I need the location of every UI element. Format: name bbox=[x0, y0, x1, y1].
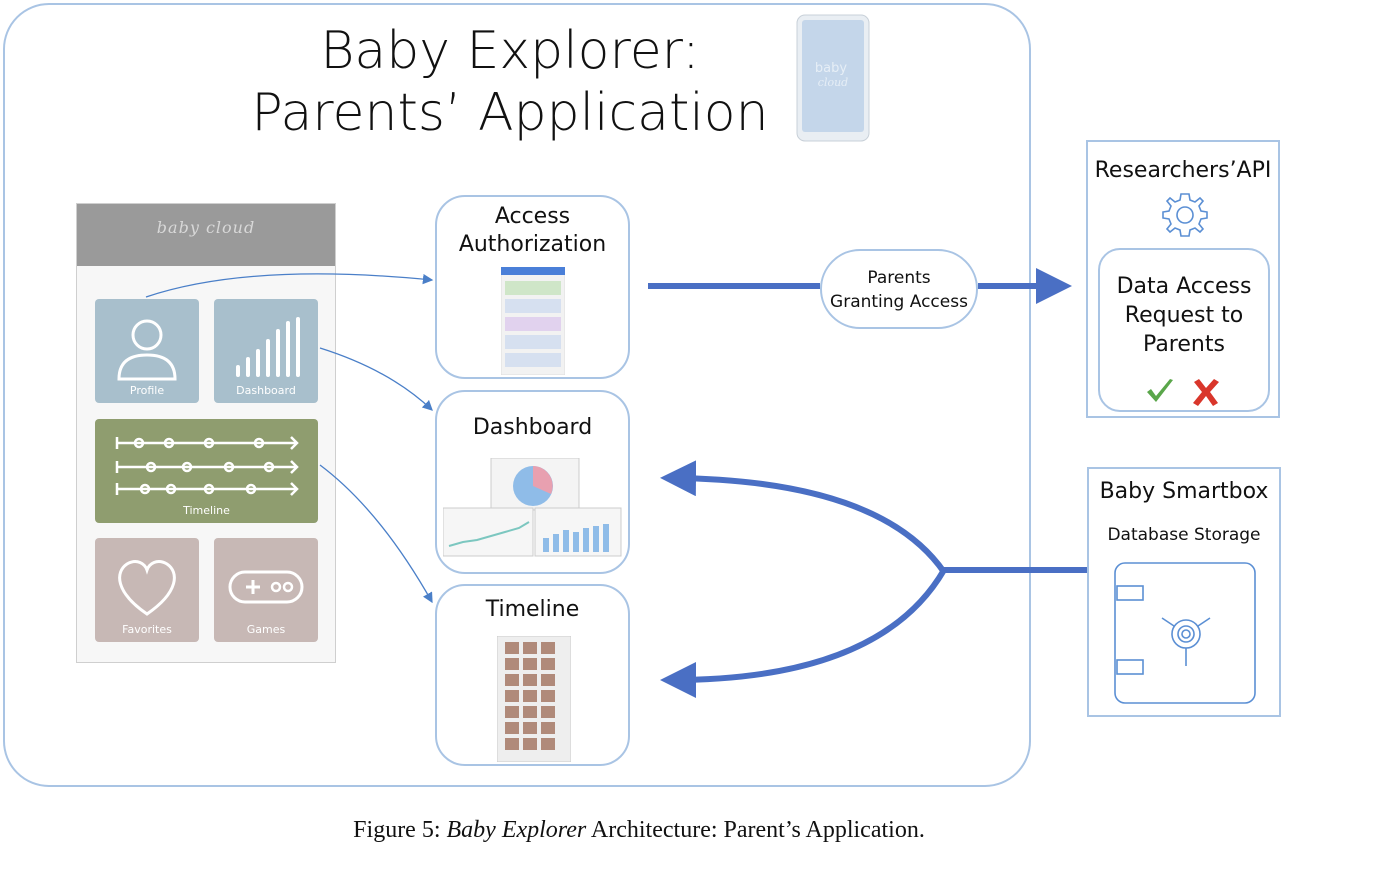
favorites-tile[interactable]: Favorites bbox=[95, 538, 199, 642]
baby-smartbox-box: Baby Smartbox Database Storage bbox=[1087, 467, 1281, 717]
phone-logo: baby cloud bbox=[156, 218, 256, 237]
check-icon[interactable] bbox=[1144, 376, 1176, 408]
researchers-api-box: Researchers’API Data Access Request to P… bbox=[1086, 140, 1280, 418]
figure-caption: Figure 5: Baby Explorer Architecture: Pa… bbox=[0, 817, 1278, 844]
favorites-label: Favorites bbox=[122, 623, 172, 636]
request-line-1: Data Access bbox=[1116, 274, 1252, 299]
request-line-2: Request to bbox=[1124, 303, 1244, 328]
phone-header: baby cloud bbox=[77, 204, 335, 266]
games-tile[interactable]: Games bbox=[214, 538, 318, 642]
gear-icon bbox=[1162, 193, 1208, 237]
timeline-icon bbox=[115, 436, 299, 496]
timeline-card: Timeline bbox=[435, 584, 630, 766]
timeline-card-title: Timeline bbox=[485, 597, 580, 622]
smartbox-title: Baby Smartbox bbox=[1099, 479, 1269, 504]
timeline-tile[interactable]: Timeline bbox=[95, 419, 318, 523]
pill-line-1: Parents bbox=[867, 268, 931, 288]
parents-granting-access-label: Parents Granting Access bbox=[820, 249, 978, 329]
dashboard-screenshot-thumbnail bbox=[443, 458, 622, 557]
timeline-label: Timeline bbox=[183, 504, 230, 517]
title-line-2: Parents’ Application bbox=[251, 83, 769, 143]
request-line-3: Parents bbox=[1143, 332, 1225, 357]
pill-line-2: Granting Access bbox=[830, 292, 968, 312]
phone-mockup: baby cloud Profile Dashboard bbox=[76, 203, 336, 663]
profile-label: Profile bbox=[129, 384, 165, 397]
svg-text:cloud: cloud bbox=[818, 76, 848, 89]
gamepad-icon bbox=[228, 570, 304, 604]
safe-icon bbox=[1114, 562, 1256, 704]
cross-icon[interactable] bbox=[1190, 376, 1222, 408]
dashboard-card-title: Dashboard bbox=[472, 415, 593, 440]
researchers-api-title: Researchers’API bbox=[1094, 158, 1272, 183]
access-title-line-2: Authorization bbox=[458, 232, 607, 257]
caption-suffix: Architecture: Parent’s Application. bbox=[586, 817, 925, 843]
access-screenshot-thumbnail bbox=[501, 267, 565, 375]
games-label: Games bbox=[246, 623, 286, 636]
caption-italic: Baby Explorer bbox=[446, 817, 587, 843]
dashboard-card: Dashboard bbox=[435, 390, 630, 574]
dashboard-tile[interactable]: Dashboard bbox=[214, 299, 318, 403]
parents-application-container bbox=[3, 3, 1031, 787]
pie-chart-icon bbox=[513, 466, 553, 506]
bar-chart-icon bbox=[236, 317, 300, 377]
profile-tile[interactable]: Profile bbox=[95, 299, 199, 403]
heart-icon bbox=[118, 560, 176, 616]
tablet-icon: baby cloud bbox=[796, 14, 870, 146]
person-icon bbox=[117, 319, 177, 381]
access-title-line-1: Access bbox=[494, 204, 571, 229]
dashboard-label: Dashboard bbox=[236, 384, 296, 397]
access-authorization-card: Access Authorization bbox=[435, 195, 630, 379]
timeline-screenshot-thumbnail bbox=[497, 636, 571, 762]
diagram-title: Baby Explorer: Parents’ Application bbox=[150, 20, 870, 144]
title-line-1: Baby Explorer: bbox=[320, 21, 700, 81]
smartbox-subtitle: Database Storage bbox=[1107, 525, 1261, 545]
svg-text:baby: baby bbox=[815, 61, 847, 76]
data-access-request-card: Data Access Request to Parents bbox=[1098, 248, 1270, 412]
caption-prefix: Figure 5: bbox=[353, 817, 447, 843]
